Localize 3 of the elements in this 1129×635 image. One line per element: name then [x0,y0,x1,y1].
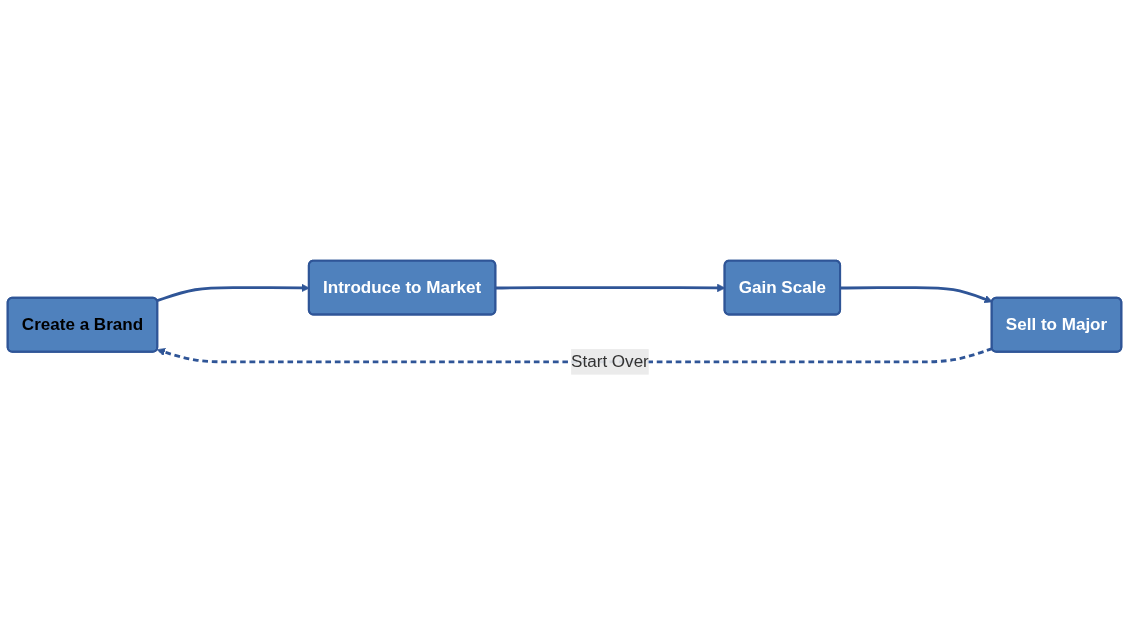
edge-label: Start Over [571,351,649,371]
arrow [840,286,993,303]
arrow [156,347,993,364]
